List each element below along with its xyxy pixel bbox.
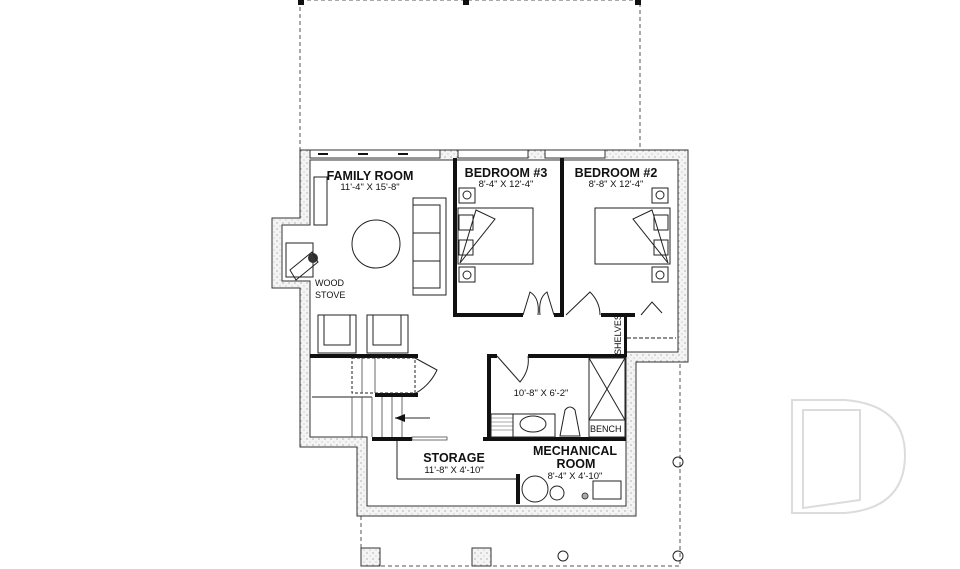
interior-walls <box>310 158 635 504</box>
toilet-icon <box>559 406 581 437</box>
bedroom3-dims: 8'-4" X 12'-4" <box>479 179 534 190</box>
storage-dims: 11'-8" X 4'-10" <box>424 465 483 476</box>
water-heater-icon <box>521 475 549 503</box>
exterior-walls <box>271 149 689 517</box>
bathroom-dims: 10'-8" X 6'-2" <box>514 388 569 399</box>
bench-label: BENCH <box>590 424 622 434</box>
bed-icon <box>594 187 671 283</box>
sofa-icon <box>412 197 447 296</box>
bedroom3-label: BEDROOM #3 <box>465 166 548 180</box>
bathroom-fixtures <box>490 357 626 438</box>
family-room-dims: 11'-4" X 15'-8" <box>340 182 399 193</box>
mechanical-room-label-2: ROOM <box>557 457 596 471</box>
family-room-label: FAMILY ROOM <box>327 169 414 183</box>
bed-icon <box>457 187 534 283</box>
doors <box>414 291 663 394</box>
stair-arrow-icon <box>395 414 405 422</box>
storage-label: STORAGE <box>423 451 485 465</box>
family-room-furniture <box>285 176 447 354</box>
wood-stove-icon <box>285 242 319 281</box>
mechanical-room-dims: 8'-4" X 4'-10" <box>548 471 603 482</box>
bedroom2-dims: 8'-8" X 12'-4" <box>589 179 644 190</box>
bottom-deck <box>360 355 684 567</box>
mechanical-room-label-1: MECHANICAL <box>533 444 617 458</box>
top-deck <box>298 0 641 153</box>
mechanical-fixtures <box>396 441 622 503</box>
sink-icon <box>512 413 556 438</box>
round-table-icon <box>351 219 401 269</box>
wood-stove-label-1: WOOD <box>315 278 344 288</box>
armchair-icon <box>366 314 409 354</box>
armchair-icon <box>317 314 357 354</box>
furnace-icon <box>592 480 622 500</box>
bedroom2-label: BEDROOM #2 <box>575 166 658 180</box>
stairs <box>312 357 430 437</box>
shelves-label: SHELVES <box>613 314 623 355</box>
logo-watermark <box>791 399 907 514</box>
wood-stove-label-2: STOVE <box>315 290 345 300</box>
